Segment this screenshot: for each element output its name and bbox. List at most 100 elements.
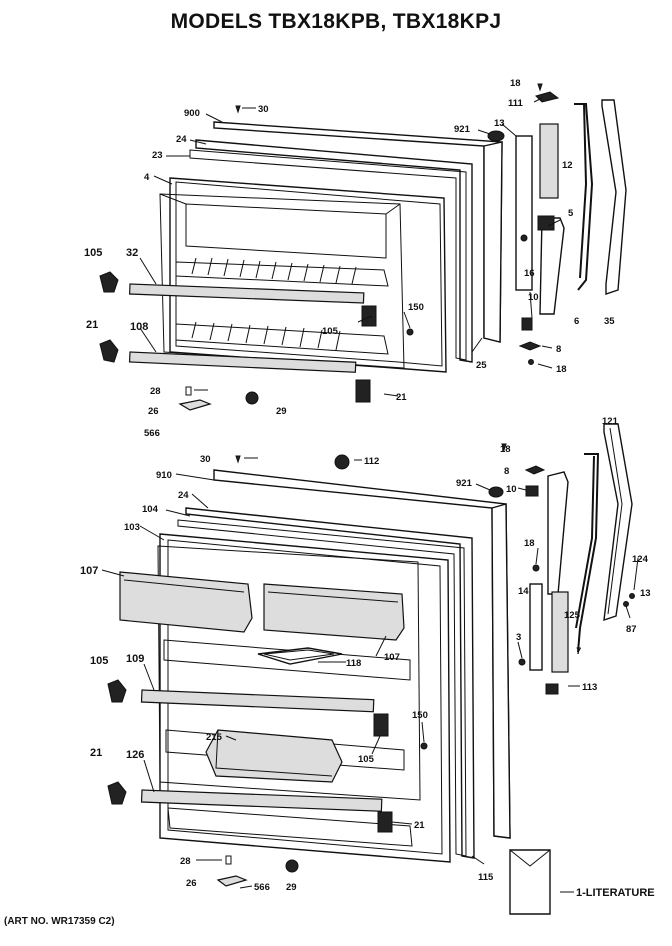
- label-18-ff: 18: [500, 444, 511, 455]
- literature-envelope: [509, 849, 551, 915]
- freezer-door-liner: [169, 177, 447, 373]
- fresh-food-gasket-frame: [185, 507, 475, 859]
- bracket-105-freezer: [99, 271, 119, 293]
- bracket-105-fresh-food: [107, 679, 127, 703]
- label-7: 7: [576, 646, 581, 657]
- fresh-food-door-assembly: [107, 423, 635, 915]
- label-4: 4: [144, 172, 150, 183]
- art-number: (ART NO. WR17359 C2): [4, 916, 115, 927]
- label-113: 113: [582, 682, 597, 693]
- label-8-ff: 8: [504, 466, 509, 477]
- bracket-21-freezer: [99, 339, 119, 363]
- label-12: 12: [562, 160, 573, 171]
- label-30-ff: 30: [200, 454, 211, 465]
- label-29: 29: [276, 406, 287, 417]
- label-3: 3: [516, 632, 521, 643]
- label-29-ff: 29: [286, 882, 297, 893]
- label-900: 900: [184, 108, 200, 119]
- freezer-door-assembly: [99, 83, 627, 411]
- freezer-gasket-frame: [195, 139, 473, 363]
- label-25: 25: [476, 360, 487, 371]
- label-5: 5: [568, 208, 574, 219]
- label-21-right: 21: [396, 392, 407, 403]
- bracket-21-fresh-food: [107, 781, 127, 805]
- label-111: 111: [508, 98, 524, 109]
- label-921: 921: [454, 124, 471, 135]
- label-108: 108: [130, 321, 148, 333]
- label-105: 105: [84, 247, 102, 259]
- label-6: 6: [574, 316, 579, 327]
- label-115: 115: [478, 872, 494, 883]
- label-32: 32: [126, 247, 138, 259]
- label-103: 103: [124, 522, 140, 533]
- label-28-ff: 28: [180, 856, 191, 867]
- label-21-ff-right: 21: [414, 820, 425, 831]
- fresh-food-trim-14: [529, 583, 543, 671]
- fresh-food-trim-125: [551, 591, 569, 673]
- freezer-leader-lines: [139, 97, 561, 397]
- freezer-lower-shelf: [175, 321, 389, 355]
- label-10: 10: [528, 292, 539, 303]
- freezer-outer-panel-side: [483, 141, 503, 343]
- fresh-food-handle-124: [603, 423, 633, 622]
- label-105-liner: 105: [322, 326, 339, 337]
- label-23: 23: [152, 150, 163, 161]
- label-150: 150: [408, 302, 424, 313]
- label-150-ff: 150: [412, 710, 428, 721]
- label-13: 13: [494, 118, 505, 129]
- label-24: 24: [176, 134, 187, 145]
- label-124: 124: [632, 554, 649, 565]
- label-105-ff-right: 105: [358, 754, 375, 765]
- label-26-ff: 26: [186, 878, 197, 889]
- freezer-upper-shelf: [175, 257, 389, 287]
- fresh-food-shelf-bar-109: [140, 689, 375, 713]
- label-18: 18: [510, 78, 521, 89]
- label-112: 112: [364, 456, 379, 467]
- freezer-hinge-12: [539, 123, 559, 199]
- label-28: 28: [150, 386, 161, 397]
- freezer-shelf-bar-108: [128, 351, 357, 373]
- plug-112: [334, 454, 350, 470]
- label-literature: 1-LITERATURE: [576, 887, 655, 899]
- freezer-trim-13: [515, 135, 533, 291]
- label-118: 118: [346, 658, 361, 669]
- label-104: 104: [142, 504, 159, 515]
- label-566: 566: [144, 428, 160, 439]
- label-921-ff: 921: [456, 478, 473, 489]
- label-109: 109: [126, 653, 144, 665]
- label-566-ff: 566: [254, 882, 270, 893]
- label-21: 21: [86, 319, 98, 331]
- label-126: 126: [126, 749, 144, 761]
- fresh-food-hinge-5: [547, 471, 569, 595]
- label-30: 30: [258, 104, 269, 115]
- label-121: 121: [602, 416, 619, 427]
- label-87: 87: [626, 624, 637, 635]
- fresh-food-handle-7: [577, 453, 600, 653]
- label-18-lower: 18: [556, 364, 567, 375]
- label-8: 8: [556, 344, 561, 355]
- label-910: 910: [156, 470, 172, 481]
- freezer-handle-35: [601, 99, 627, 295]
- part-labels: 18 111 30 900 921 13 24 12 23 4 5 105 32…: [80, 78, 655, 899]
- label-16: 16: [524, 268, 535, 279]
- fresh-food-leader-lines: [101, 457, 639, 893]
- label-105-ff: 105: [90, 655, 108, 667]
- freezer-shelf-bar-32: [128, 283, 365, 304]
- label-35: 35: [604, 316, 615, 327]
- label-107: 107: [80, 565, 98, 577]
- fresh-food-bin-107-left: [119, 571, 253, 633]
- fresh-food-shelf-bar-126: [140, 789, 383, 812]
- label-125: 125: [564, 610, 581, 621]
- freezer-hinge-5: [539, 217, 565, 315]
- label-13-ff: 13: [640, 588, 651, 599]
- label-26: 26: [148, 406, 159, 417]
- label-21-ff: 21: [90, 747, 102, 759]
- label-10-ff: 10: [506, 484, 517, 495]
- label-107-right: 107: [384, 652, 400, 663]
- label-18-ff-lower: 18: [524, 538, 535, 549]
- fresh-food-bin-107-right: [263, 583, 405, 641]
- label-24-ff: 24: [178, 490, 189, 501]
- diagram-title: MODELS TBX18KPB, TBX18KPJ: [170, 10, 502, 33]
- label-14: 14: [518, 586, 529, 597]
